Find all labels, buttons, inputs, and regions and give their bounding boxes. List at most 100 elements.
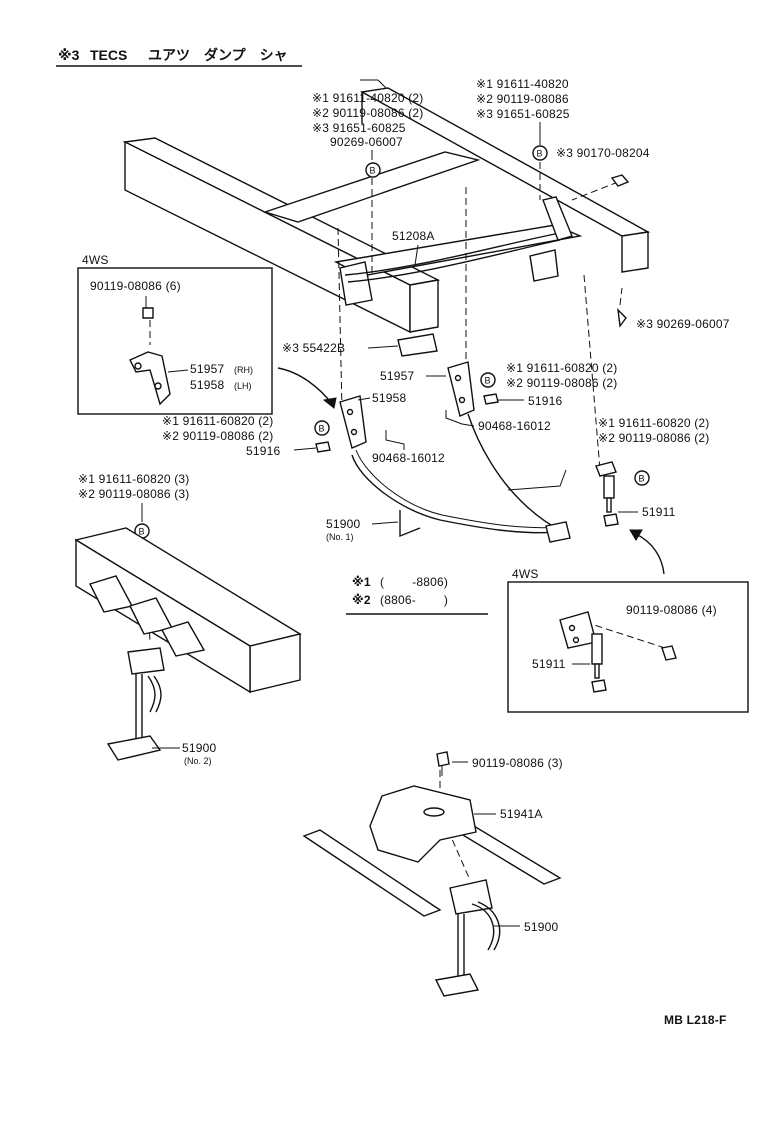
hoist-bottom-chain xyxy=(457,914,465,986)
inset-left-arrowhead xyxy=(322,397,337,409)
inset-right-51911: 51911 xyxy=(532,657,566,671)
label-51900-no1: 51900 xyxy=(326,517,360,531)
callout-top-right-2: ※2 90119-08086 xyxy=(476,92,569,106)
bracket-51958 xyxy=(339,395,367,449)
inset-left-51957-side: (RH) xyxy=(234,365,253,375)
right-51911: ※1 91611-60820 (2) ※2 90119-08086 (2) B … xyxy=(595,416,710,575)
lower-left-assembly: ※1 91611-60820 (3) ※2 90119-08086 (3) B … xyxy=(74,472,302,766)
inset-left-bolt-icon xyxy=(142,307,154,319)
inset-right: 4WS 90119-08086 (4) 51911 xyxy=(507,567,749,713)
bolt-bottom xyxy=(436,751,450,767)
legend-row-1-range: ( -8806) xyxy=(380,575,448,589)
callout-top-center-1: ※1 91611-40820 (2) xyxy=(312,91,424,105)
nut-90170 xyxy=(610,174,630,187)
inset-right-frame xyxy=(507,581,749,713)
callout-top-center: ※1 91611-40820 (2) ※2 90119-08086 (2) ※3… xyxy=(312,79,424,178)
circle-b-right xyxy=(634,470,650,486)
inset-right-arrow xyxy=(635,533,665,575)
legend-row-2-range: (8806- ) xyxy=(380,593,448,607)
callout-top-center-3: ※3 91651-60825 xyxy=(312,121,406,135)
left-rail-end xyxy=(409,279,439,333)
strap-line-1 xyxy=(344,233,556,276)
inset-right-damper xyxy=(591,633,603,665)
circle-b-right-text: B xyxy=(639,474,645,484)
hoist-no2-plate xyxy=(106,735,162,761)
circle-b-top-right xyxy=(532,145,548,161)
nut-51911 xyxy=(603,513,619,527)
hanger-51941a xyxy=(369,785,477,863)
legend-row-2-mark: ※2 xyxy=(352,593,371,607)
bolt-51916-left xyxy=(315,441,331,453)
label-51911: 51911 xyxy=(642,505,676,519)
bottom-rail-left xyxy=(302,829,442,917)
rear-hook-bracket xyxy=(542,196,573,241)
hoist-no2-chain xyxy=(135,674,143,740)
footer-code: MB L218-F xyxy=(664,1013,726,1027)
right-pair-1: ※1 91611-60820 (2) xyxy=(598,416,710,430)
hoist-bottom-head xyxy=(449,879,493,915)
label-bottom-bolt: 90119-08086 (3) xyxy=(472,756,563,770)
label-90468-left: 90468-16012 xyxy=(372,451,445,465)
callout-right-top: ※3 90170-08204 xyxy=(556,146,650,160)
legend: ※1 ( -8806) ※2 (8806- ) xyxy=(346,575,488,615)
circle-b-left xyxy=(314,420,330,436)
inset-right-bolt: 90119-08086 (4) xyxy=(626,603,717,617)
label-51900-no2-sub: (No. 2) xyxy=(184,756,212,766)
hoist-bottom-plate xyxy=(434,973,480,997)
right-rail-end xyxy=(621,231,649,273)
callout-top-right-3: ※3 91651-60825 xyxy=(476,107,570,121)
callout-right-mid: ※3 90269-06007 xyxy=(636,317,730,331)
inset-right-bolt-icon xyxy=(661,645,677,661)
callout-top-right: ※1 91611-40820 ※2 90119-08086 ※3 91651-6… xyxy=(476,77,650,187)
inset-right-arrowhead xyxy=(629,529,643,541)
inset-right-nut xyxy=(591,679,607,693)
left-pair-1: ※1 91611-60820 (2) xyxy=(162,414,274,428)
label-55422b: ※3 55422B xyxy=(282,341,345,355)
legend-row-1-mark: ※1 xyxy=(352,575,371,589)
inset-left-label: 4WS xyxy=(82,253,109,267)
strap-line-2 xyxy=(347,239,561,283)
inset-left-51957: 51957 xyxy=(190,362,224,376)
bolt-51916-right xyxy=(483,393,499,405)
center-right-pair-1: ※1 91611-60820 (2) xyxy=(506,361,618,375)
circle-b-center xyxy=(480,372,496,388)
label-51916-right: 51916 xyxy=(528,394,562,408)
header-mark: ※3 xyxy=(58,47,80,63)
beam-bracket-3 xyxy=(160,621,206,657)
cable-end-clip xyxy=(545,521,571,543)
inset-left: 4WS 90119-08086 (6) 51957 (RH) 51958 (LH… xyxy=(77,253,337,415)
header: ※3 TECS ユアツ ダンプ シャ xyxy=(56,47,302,67)
label-51900-no2: 51900 xyxy=(182,741,216,755)
inset-left-bolt: 90119-08086 (6) xyxy=(90,279,181,293)
label-51958: 51958 xyxy=(372,391,406,405)
lower-left-pair-2: ※2 90119-08086 (3) xyxy=(78,487,190,501)
inset-right-label: 4WS xyxy=(512,567,539,581)
label-51208a: 51208A xyxy=(392,229,435,243)
circle-b-top-center-text: B xyxy=(370,166,376,176)
center-brackets: 51958 ※1 91611-60820 (2) ※2 90119-08086 … xyxy=(162,361,618,465)
callout-strap: 51208A ※3 55422B ※3 90269-06007 xyxy=(282,229,730,357)
center-right-pair-2: ※2 90119-08086 (2) xyxy=(506,376,618,390)
circle-b-top-right-text: B xyxy=(537,149,543,159)
label-51941a: 51941A xyxy=(500,807,543,821)
cable-51900-no1: 51900 (No. 1) xyxy=(326,413,571,543)
pad-55422b xyxy=(397,333,438,357)
crossmember-rear xyxy=(262,151,481,223)
inset-left-51958-side: (LH) xyxy=(234,381,252,391)
right-hanger xyxy=(529,249,559,282)
header-title: TECS xyxy=(90,47,127,63)
circle-b-top-center xyxy=(365,162,381,178)
circle-b-center-text: B xyxy=(485,376,491,386)
inset-left-frame xyxy=(77,267,273,415)
callout-top-center-4: 90269-06007 xyxy=(330,135,403,149)
left-pair-2: ※2 90119-08086 (2) xyxy=(162,429,274,443)
lower-left-pair-1: ※1 91611-60820 (3) xyxy=(78,472,190,486)
inset-right-bracket xyxy=(559,611,597,649)
inset-left-bracket xyxy=(129,351,171,406)
callout-top-right-1: ※1 91611-40820 xyxy=(476,77,569,91)
hoist-no2-spring xyxy=(147,675,162,713)
circle-b-lower-left-text: B xyxy=(139,527,145,537)
label-51957-center: 51957 xyxy=(380,369,414,383)
